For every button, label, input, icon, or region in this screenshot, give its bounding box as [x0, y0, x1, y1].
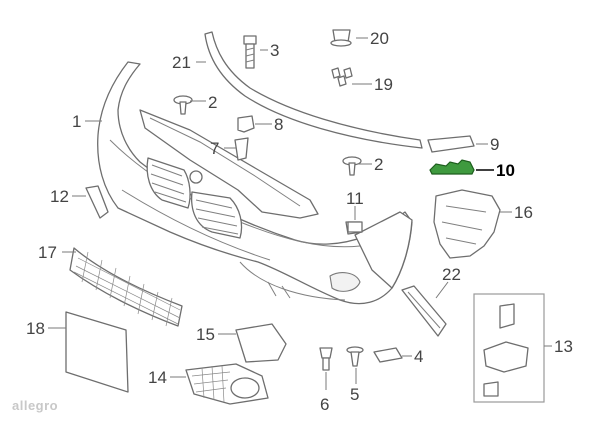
callout-20: 20 — [370, 29, 389, 48]
callout-5: 5 — [350, 385, 359, 404]
bracket-part-7 — [234, 137, 249, 161]
bolt-part-3 — [243, 35, 257, 69]
highlighted-part-10 — [429, 159, 475, 175]
callout-11: 11 — [346, 189, 364, 208]
callout-18: 18 — [26, 319, 45, 338]
kidney-grille — [146, 157, 243, 239]
clip-part-20 — [330, 29, 352, 47]
callout-8: 8 — [274, 115, 283, 134]
callout-2-upper: 2 — [208, 93, 217, 112]
inset-panel-part-13 — [473, 293, 545, 403]
trim-strip — [204, 31, 423, 149]
reflector-part-22 — [401, 285, 447, 337]
bracket-part-8 — [237, 115, 255, 133]
fog-grille-part-14 — [185, 363, 269, 405]
callout-10: 10 — [496, 161, 515, 180]
callout-12: 12 — [50, 187, 69, 206]
callout-22: 22 — [442, 265, 461, 284]
callout-6: 6 — [320, 395, 329, 414]
screw-part-2-lower — [342, 156, 362, 176]
strip-part-9 — [427, 135, 475, 153]
callout-21: 21 — [172, 53, 191, 72]
pin-part-5 — [346, 346, 364, 367]
clip-part-19 — [331, 67, 353, 87]
lower-grille-part-17 — [69, 247, 183, 327]
callout-9: 9 — [490, 135, 499, 154]
callout-7: 7 — [210, 139, 219, 158]
callout-15: 15 — [196, 325, 215, 344]
bracket-part-4 — [373, 347, 403, 363]
callout-2-lower: 2 — [374, 155, 383, 174]
callout-1: 1 — [72, 112, 81, 131]
clip-part-11 — [347, 221, 363, 233]
cover-part-15 — [235, 323, 287, 363]
watermark: allegro — [12, 398, 58, 413]
leader-lines — [48, 37, 552, 390]
front-bumper-cover — [97, 61, 413, 305]
flap-part-12 — [85, 185, 109, 219]
callout-4: 4 — [414, 347, 423, 366]
callout-3: 3 — [270, 41, 279, 60]
callout-19: 19 — [374, 75, 393, 94]
callout-14: 14 — [148, 368, 167, 387]
callout-13: 13 — [554, 337, 573, 356]
callout-17: 17 — [38, 243, 57, 262]
callout-labels: 1 2 3 20 21 19 8 7 9 2 10 11 12 16 17 22… — [26, 29, 573, 414]
bracket-part-16 — [433, 189, 501, 259]
plate-part-18 — [65, 311, 129, 393]
callout-16: 16 — [514, 203, 533, 222]
screw-part-2-upper — [173, 95, 193, 115]
pin-part-6 — [319, 347, 333, 371]
